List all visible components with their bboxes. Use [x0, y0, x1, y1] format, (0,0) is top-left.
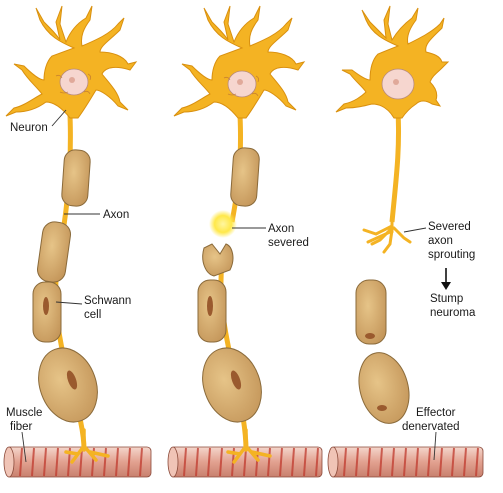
- label-neuroma-1: Stump: [430, 293, 463, 305]
- label-neuroma-2: neuroma: [430, 307, 476, 319]
- annotations: Neuron Axon Schwann cell Muscle fiber Ax…: [6, 109, 476, 463]
- axon-3: [389, 111, 402, 223]
- neuron-body-1: [5, 5, 138, 119]
- panel-denervated: [327, 5, 484, 478]
- muscle-fiber-3: [327, 446, 484, 478]
- axon-terminal-1: [64, 428, 110, 464]
- label-severed-1: Axon: [268, 223, 294, 235]
- label-muscle-1: Muscle: [6, 407, 42, 419]
- schwann-cells-1: [32, 149, 98, 423]
- down-arrow: [441, 268, 451, 290]
- panel-severed: [167, 5, 323, 478]
- label-sprouting-1: Severed: [428, 221, 471, 233]
- muscle-fiber-2: [167, 446, 323, 478]
- panel-intact: [3, 5, 152, 478]
- neuron-body-3: [335, 5, 450, 119]
- label-denervated-2: denervated: [402, 421, 460, 433]
- label-denervated-1: Effector: [416, 407, 456, 419]
- injury-site: [209, 210, 237, 238]
- label-neuron: Neuron: [10, 122, 48, 134]
- label-severed-2: severed: [268, 237, 309, 249]
- label-axon: Axon: [103, 209, 129, 221]
- schwann-cells-2: [197, 147, 262, 423]
- label-muscle-2: fiber: [10, 421, 33, 433]
- muscle-fiber-1: [3, 446, 152, 478]
- label-schwann-2: cell: [84, 309, 101, 321]
- label-schwann-1: Schwann: [84, 295, 131, 307]
- schwann-cells-3: [355, 279, 410, 424]
- label-sprouting-3: sprouting: [428, 249, 475, 261]
- label-sprouting-2: axon: [428, 235, 453, 247]
- axon-terminal-2: [226, 428, 272, 464]
- axon-sprouts: [362, 220, 412, 254]
- neuron-body-2: [173, 5, 306, 119]
